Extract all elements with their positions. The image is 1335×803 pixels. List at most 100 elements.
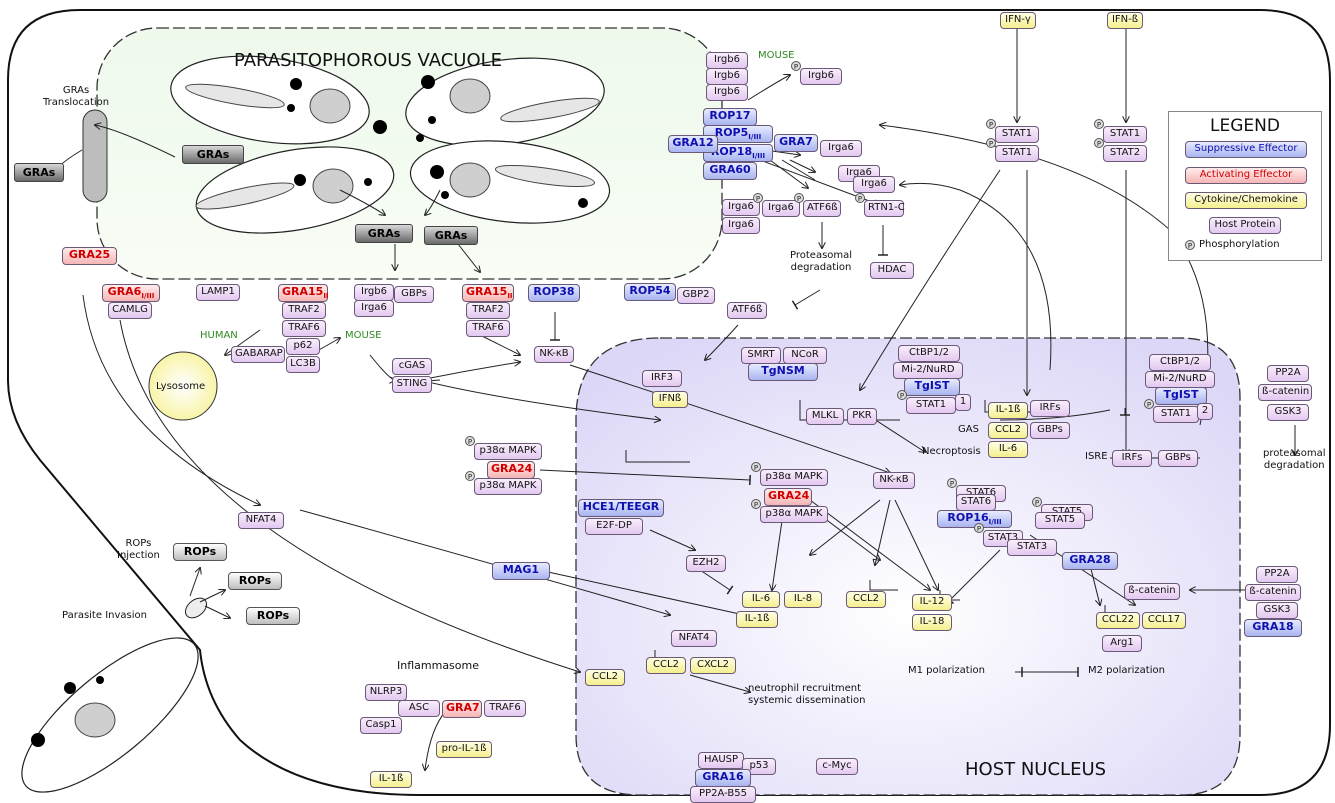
node-label: IL-18 <box>919 616 945 627</box>
node-label: GRA16 <box>702 770 744 783</box>
node-label: MAG1 <box>502 563 540 576</box>
node-label: TRAF6 <box>472 322 504 333</box>
node-label: STING <box>396 378 428 389</box>
node-label: HCE1/TEEGR <box>582 500 660 513</box>
node-label: GRA15 <box>466 285 508 298</box>
node-label: Mi-2/NuRD <box>901 364 955 375</box>
node-label: TgIST <box>914 379 950 392</box>
node-label: MLKL <box>811 410 839 421</box>
node-label: NK-κB <box>879 474 909 485</box>
node-gabarap: GABARAP <box>231 346 285 363</box>
node-label: TRAF6 <box>489 702 521 713</box>
node-gra24-2: GRA24 <box>764 488 812 506</box>
node-stat1-d2: 1 <box>955 394 971 411</box>
phosphorylation-icon: P <box>791 61 801 71</box>
legend-host: Host Protein <box>1209 217 1281 234</box>
node-bcat-1: ß-catenin <box>1258 384 1312 401</box>
node-label: LAMP1 <box>201 286 235 297</box>
node-label: GSK3 <box>1274 406 1302 417</box>
node-gsk3-1: GSK3 <box>1267 404 1309 421</box>
node-label: GRA7 <box>779 135 813 148</box>
node-il1b-3: IL-1ß <box>370 771 412 788</box>
node-ccl2-3: CCL2 <box>646 657 686 674</box>
node-label: GRA60 <box>709 163 751 176</box>
node-gra25: GRA25 <box>62 247 117 265</box>
legend-title: LEGEND <box>1210 116 1280 136</box>
node-il1b-2: IL-1ß <box>736 611 778 628</box>
necroptosis-label: Necroptosis <box>922 446 981 457</box>
node-label: STAT3 <box>987 532 1019 543</box>
node-label: p38α MAPK <box>479 445 537 456</box>
node-irgb6-p: Irgb6 <box>800 68 842 85</box>
node-label: RTN1-C <box>868 202 905 213</box>
node-pp2a-1: PP2A <box>1267 365 1309 382</box>
node-label: HAUSP <box>703 754 739 765</box>
gras-box-1: GRAs <box>182 145 244 164</box>
node-label: IL-6 <box>751 593 771 604</box>
node-gsk3-2: GSK3 <box>1256 602 1298 619</box>
node-mi2-2: Mi-2/NuRD <box>1145 371 1215 388</box>
node-label: CXCL2 <box>696 659 730 670</box>
node-label: STAT3 <box>1016 541 1048 552</box>
vacuole-title: PARASITOPHOROUS VACUOLE <box>234 50 503 71</box>
node-gra7-inf: GRA7 <box>442 700 482 718</box>
node-label: IL-1ß <box>378 773 404 784</box>
node-label: Irgb6 <box>714 54 740 65</box>
node-gra6: GRA6I/III <box>102 284 160 302</box>
node-label: EZH2 <box>692 557 720 568</box>
node-label: 1 <box>959 396 967 407</box>
node-p38-3: p38α MAPK <box>760 469 828 486</box>
node-label: p38α MAPK <box>479 480 537 491</box>
node-label: Irgb6 <box>808 70 834 81</box>
node-nfat4-1: NFAT4 <box>238 512 284 529</box>
node-irga6-c: Irga6 <box>853 176 895 193</box>
node-subscript: I/III <box>141 292 155 301</box>
node-cgas: cGAS <box>392 358 432 375</box>
mouse-label-mid: MOUSE <box>345 330 382 341</box>
node-label: STAT6 <box>965 487 997 498</box>
node-label: ROP5 <box>714 126 749 139</box>
node-irga6-f: Irga6 <box>762 200 800 217</box>
node-label: IRFs <box>1121 452 1143 463</box>
node-label: ROP38 <box>533 285 575 298</box>
node-traf6-1: TRAF6 <box>282 320 326 337</box>
node-rop5: ROP5I/III <box>703 125 773 143</box>
node-pp2a-2: PP2A <box>1256 566 1298 583</box>
node-label: Irga6 <box>828 142 854 153</box>
node-label: ATF6ß <box>807 202 838 213</box>
node-gra24-1: GRA24 <box>487 461 535 479</box>
phosphorylation-icon: P <box>855 193 865 203</box>
node-mi2-1: Mi-2/NuRD <box>893 362 963 379</box>
node-label: GRA28 <box>1069 553 1111 566</box>
isre-label: ISRE <box>1085 451 1108 462</box>
node-label: CtBP1/2 <box>909 347 949 358</box>
node-nfkb-1: NK-κB <box>534 346 574 363</box>
phosphorylation-icon: P <box>1094 138 1104 148</box>
node-label: STAT5 <box>1052 506 1082 517</box>
node-label: IFN-γ <box>1005 14 1031 25</box>
node-label: ASC <box>408 702 430 713</box>
node-label: TgIST <box>1163 388 1199 401</box>
node-label: TRAF6 <box>288 322 320 333</box>
node-ccl2-4: CCL2 <box>585 669 625 686</box>
node-lc3b: LC3B <box>286 356 320 373</box>
node-gbps-3: GBPs <box>1158 450 1198 467</box>
node-label: pro-IL-1ß <box>441 743 487 754</box>
node-label: ß-catenin <box>1128 585 1176 596</box>
node-label: ROP17 <box>709 109 751 122</box>
phosphorylation-icon: P <box>897 390 907 400</box>
phosphorylation-icon: P <box>751 499 761 509</box>
node-label: CCL2 <box>995 424 1021 435</box>
node-rop17: ROP17 <box>703 108 757 126</box>
node-label: STAT5 <box>1044 514 1076 525</box>
node-p38-4: p38α MAPK <box>760 506 828 523</box>
node-gbp2: GBP2 <box>677 287 715 304</box>
node-label: Casp1 <box>365 719 397 730</box>
node-label: TgNSM <box>761 364 805 377</box>
node-rop54: ROP54 <box>624 283 676 301</box>
node-label: LC3B <box>290 358 316 369</box>
node-label: 2 <box>1201 405 1209 416</box>
node-label: CAMLG <box>112 304 148 315</box>
lysosome <box>148 351 218 421</box>
